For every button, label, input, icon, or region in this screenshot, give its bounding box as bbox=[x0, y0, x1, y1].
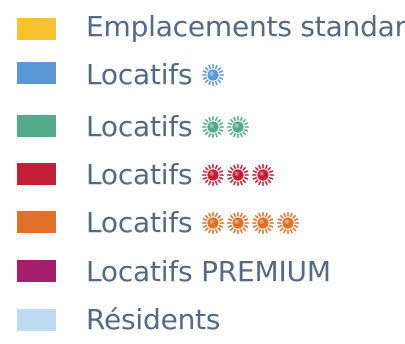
sun-icon bbox=[252, 212, 275, 234]
sun-icon bbox=[227, 116, 250, 138]
legend-item-residents: Résidents bbox=[0, 296, 405, 344]
sun-rating bbox=[202, 164, 275, 186]
legend-label-container: Emplacements standard bbox=[86, 13, 405, 41]
sun-icon bbox=[202, 64, 225, 86]
swatch-premium bbox=[17, 260, 56, 282]
legend-item-standard: Emplacements standard bbox=[0, 3, 405, 51]
legend-item-locatifs-3: Locatifs bbox=[0, 151, 405, 199]
swatch-locatifs-4 bbox=[17, 211, 56, 233]
sun-rating bbox=[202, 64, 225, 86]
legend-label: Locatifs bbox=[86, 110, 193, 143]
legend-label: Locatifs bbox=[86, 58, 193, 91]
legend-label-container: Locatifs bbox=[86, 206, 300, 239]
sun-rating bbox=[202, 212, 300, 234]
legend-label-container: Locatifs bbox=[86, 158, 275, 191]
sun-icon bbox=[227, 164, 250, 186]
legend-label: Locatifs bbox=[86, 206, 193, 239]
legend-label-container: Locatifs PREMIUM bbox=[86, 258, 331, 286]
swatch-residents bbox=[17, 309, 56, 331]
legend-label: Locatifs bbox=[86, 158, 193, 191]
sun-rating bbox=[202, 116, 250, 138]
legend-item-locatifs-4: Locatifs bbox=[0, 199, 405, 247]
legend-label: Locatifs PREMIUM bbox=[86, 255, 331, 288]
legend-item-premium: Locatifs PREMIUM bbox=[0, 248, 405, 296]
swatch-locatifs-3 bbox=[17, 163, 56, 185]
legend-label-container: Locatifs bbox=[86, 110, 250, 143]
sun-icon bbox=[277, 212, 300, 234]
legend-label-container: Résidents bbox=[86, 303, 221, 336]
sun-icon bbox=[202, 116, 225, 138]
legend-label: Emplacements standard bbox=[86, 10, 405, 43]
sun-icon bbox=[202, 164, 225, 186]
legend-label-container: Locatifs bbox=[86, 58, 225, 91]
sun-icon bbox=[252, 164, 275, 186]
swatch-standard bbox=[17, 18, 56, 40]
swatch-locatifs-2 bbox=[17, 115, 56, 137]
legend-label: Résidents bbox=[86, 303, 221, 336]
sun-icon bbox=[202, 212, 225, 234]
legend-item-locatifs-1: Locatifs bbox=[0, 51, 405, 99]
sun-icon bbox=[227, 212, 250, 234]
legend-item-locatifs-2: Locatifs bbox=[0, 103, 405, 151]
swatch-locatifs-1 bbox=[17, 62, 56, 84]
